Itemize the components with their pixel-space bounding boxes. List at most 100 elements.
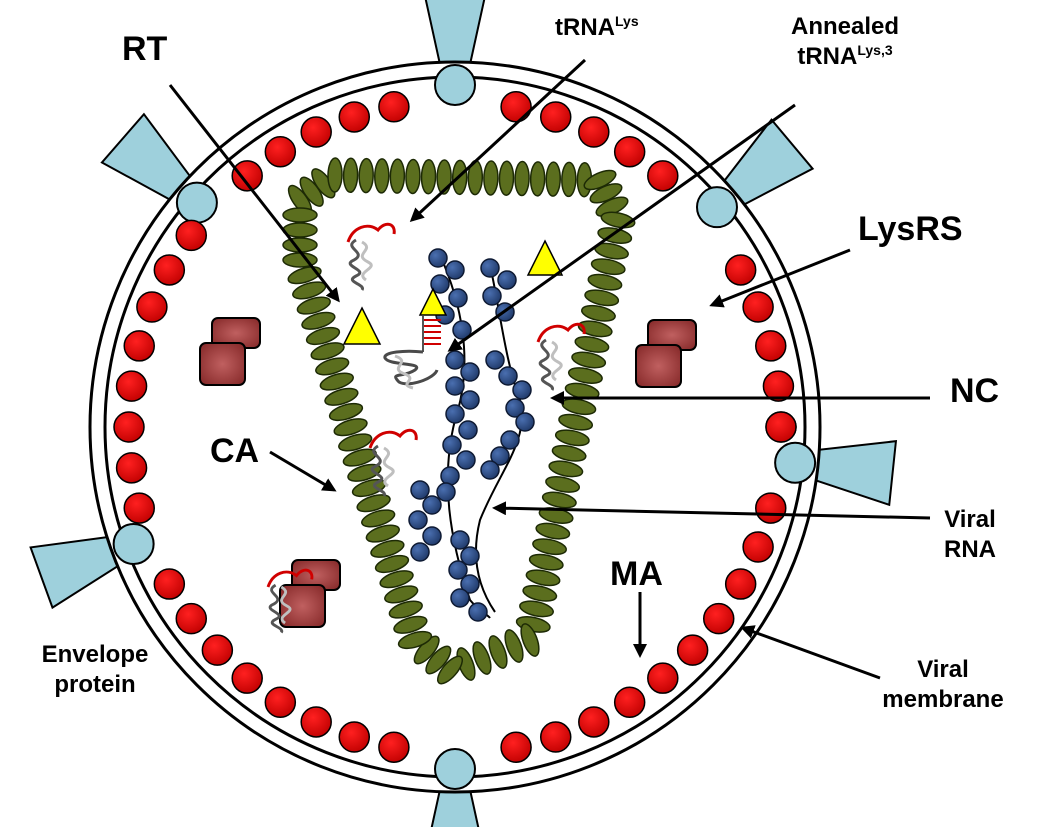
- ma-protein: [153, 254, 186, 286]
- trna-molecule: [346, 222, 396, 291]
- ma-protein: [578, 116, 610, 148]
- ma-protein: [113, 411, 145, 443]
- nc-bead: [498, 366, 518, 386]
- capsid-subunit: [545, 161, 561, 197]
- capsid-subunit: [483, 160, 499, 196]
- nc-bead: [460, 574, 480, 594]
- lysrs-block: [635, 344, 682, 388]
- label-envelope-line2: protein: [54, 671, 136, 698]
- trna-body: [268, 583, 284, 634]
- label-viral-membrane-line1: Viral: [917, 656, 969, 683]
- trna-molecules: [266, 222, 586, 634]
- label-envelope-protein: Envelope protein: [20, 640, 170, 700]
- ma-protein: [115, 452, 148, 484]
- ma-protein: [264, 135, 297, 168]
- matrix-protein-ring: [113, 91, 797, 763]
- label-envelope-line1: Envelope: [41, 641, 149, 668]
- nc-bead: [482, 286, 502, 306]
- nc-bead: [460, 362, 480, 382]
- capsid-subunit: [374, 158, 390, 194]
- label-trna-lys-sup: Lys: [615, 13, 639, 29]
- capsid-subunit: [498, 160, 515, 196]
- ma-protein: [300, 706, 332, 738]
- envelope-stub: [434, 64, 476, 106]
- ma-protein: [613, 135, 646, 168]
- nc-bead: [445, 404, 465, 424]
- ma-protein: [539, 101, 572, 133]
- capsid-subunit: [333, 418, 368, 437]
- trna-molecule: [266, 568, 314, 634]
- ma-protein: [378, 731, 410, 763]
- label-viral-membrane: Viral membrane: [858, 655, 1028, 715]
- nucleocapsid-beads: [408, 248, 535, 622]
- nc-bead: [485, 350, 505, 370]
- ma-protein: [742, 291, 774, 323]
- capsid-subunit: [361, 509, 396, 528]
- trna-acceptor-stem: [368, 428, 418, 449]
- trna-body-light: [280, 585, 292, 625]
- nc-bead: [430, 274, 450, 294]
- trna-acceptor-stem: [346, 222, 396, 243]
- capsid-subunit: [315, 357, 350, 376]
- capsid-subunit: [420, 159, 437, 195]
- capsid-subunit: [545, 476, 581, 493]
- nc-bead: [460, 546, 480, 566]
- trna-body: [538, 338, 554, 391]
- label-nc: NC: [950, 372, 1000, 410]
- annealed-trna: [383, 316, 441, 390]
- nc-bead: [505, 398, 525, 418]
- capsid-subunit: [384, 585, 419, 604]
- nc-bead: [515, 412, 535, 432]
- capsid-subunit: [425, 645, 452, 675]
- label-viral-rna: Viral RNA: [930, 505, 1010, 565]
- lysrs-block: [279, 584, 326, 628]
- nc-bead: [468, 602, 488, 622]
- capsid-subunit: [356, 494, 391, 513]
- capsid-subunit: [554, 429, 590, 447]
- capsid-subunit: [514, 160, 530, 197]
- capsid-subunit: [558, 413, 594, 431]
- trna-body-light: [382, 446, 395, 488]
- capsid-subunit: [504, 629, 524, 663]
- nc-bead: [500, 430, 520, 450]
- envelope-stub: [774, 441, 817, 484]
- trna-lys-arrow: [409, 58, 587, 223]
- nc-bead: [440, 466, 460, 486]
- capsid-subunit: [324, 387, 359, 406]
- capsid-subunit: [584, 289, 620, 307]
- ma-protein: [724, 254, 757, 286]
- nc-bead: [436, 482, 456, 502]
- viral-rna-arrow: [492, 501, 931, 520]
- nc-bead: [497, 270, 517, 290]
- ma-protein: [338, 101, 371, 133]
- capsid-subunit: [287, 266, 322, 285]
- ma-protein: [115, 370, 148, 402]
- nc-bead: [460, 390, 480, 410]
- capsid-subunit: [405, 158, 421, 195]
- capsid-shell: [282, 157, 636, 685]
- capsid-subunit: [580, 304, 616, 322]
- capsid-subunit: [342, 448, 377, 467]
- nc-bead: [410, 480, 430, 500]
- label-ca: CA: [210, 432, 260, 470]
- nc-bead: [456, 450, 476, 470]
- capsid-subunit: [338, 433, 373, 452]
- trna-body: [348, 238, 364, 291]
- ma-protein: [175, 602, 208, 635]
- ma-protein: [647, 160, 679, 192]
- ma-protein: [123, 492, 155, 524]
- envelope-stub: [695, 186, 738, 229]
- reverse-transcriptase-triangles: [342, 239, 564, 345]
- ma-protein: [201, 634, 234, 666]
- nc-bead: [450, 530, 470, 550]
- capsid-subunit: [389, 158, 406, 194]
- ma-protein: [724, 568, 757, 600]
- rt-triangle: [418, 287, 448, 316]
- label-trna-lys-main: tRNA: [555, 14, 615, 41]
- label-viral-rna-line1: Viral: [944, 506, 996, 533]
- ma-protein: [123, 330, 155, 362]
- label-viral-rna-line2: RNA: [944, 536, 996, 563]
- envelope-proteins: [29, 0, 898, 827]
- capsid-subunit: [528, 553, 564, 571]
- label-annealed-line2: tRNALys,3: [775, 42, 915, 72]
